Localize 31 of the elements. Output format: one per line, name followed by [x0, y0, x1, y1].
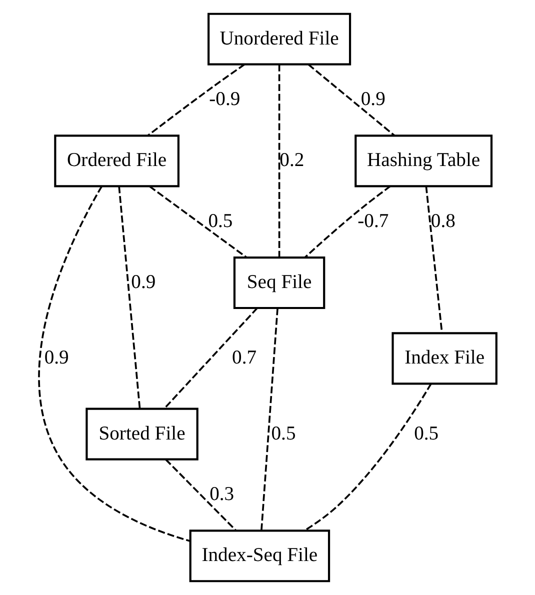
- edge-label: 0.5: [271, 423, 296, 444]
- edge-label: 0.5: [208, 211, 233, 232]
- edge-label: 0.8: [430, 211, 456, 232]
- connector: [165, 458, 237, 532]
- node-box: Index File: [392, 332, 498, 385]
- node-box: Index-Seq File: [189, 530, 330, 582]
- node-box: Ordered File: [54, 134, 180, 188]
- connector: [425, 186, 443, 334]
- connector: [118, 186, 141, 409]
- connector: [147, 64, 246, 136]
- edge-label: 0.9: [131, 272, 156, 293]
- connector: [38, 186, 191, 542]
- edge-label: 0.9: [44, 348, 69, 369]
- edge-label: 0.2: [280, 150, 304, 172]
- edge-label: 0.5: [414, 423, 439, 444]
- connector: [164, 307, 258, 409]
- node-box: Hashing Table: [354, 134, 493, 188]
- edge-label: 0.7: [232, 348, 257, 369]
- connector: [149, 186, 247, 258]
- connector: [278, 64, 280, 258]
- node-box: Seq File: [233, 256, 326, 310]
- edge-label: -0.9: [209, 89, 240, 110]
- edge-label: 0.3: [210, 484, 234, 506]
- connector: [304, 185, 391, 258]
- edge-label: 0.9: [360, 89, 386, 110]
- node-box: Sorted File: [86, 408, 198, 460]
- connector: [304, 383, 432, 532]
- connector: [308, 64, 395, 136]
- connector: [260, 308, 278, 531]
- edge-label: -0.7: [358, 211, 389, 232]
- node-box: Unordered File: [208, 12, 352, 66]
